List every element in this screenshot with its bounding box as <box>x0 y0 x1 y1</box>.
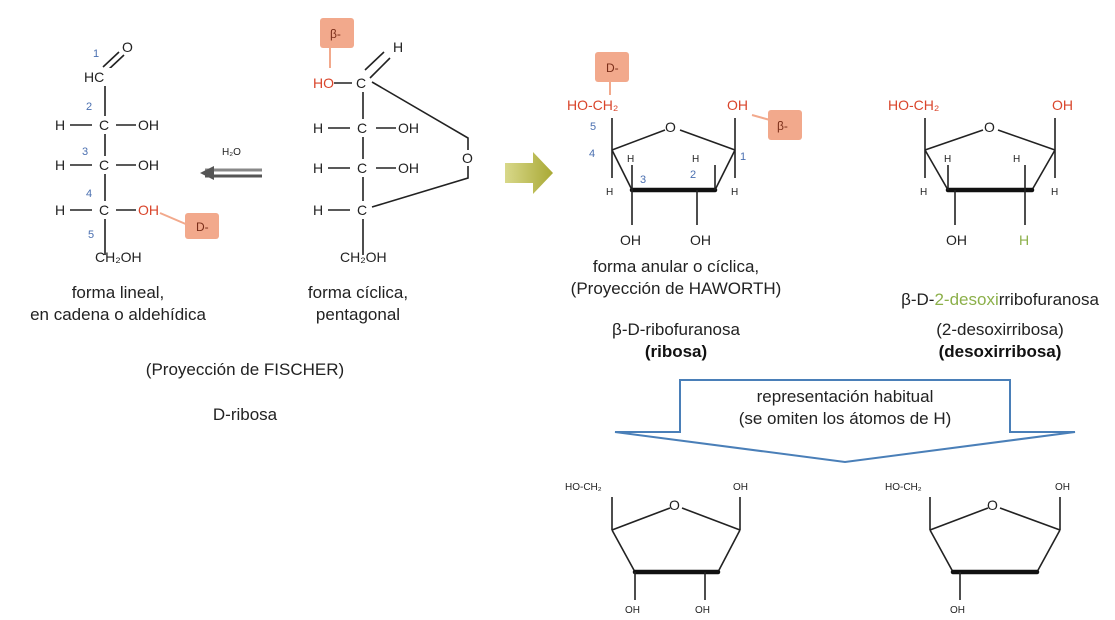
d-configuration-tag <box>595 52 629 82</box>
caption-cyclic-2: pentagonal <box>316 305 400 324</box>
carbon-number-3: 3 <box>82 146 88 158</box>
oh-group: OH <box>690 232 711 248</box>
aldehyde-oxygen: O <box>122 39 133 55</box>
oh-group: OH <box>398 160 419 176</box>
transformation-arrow <box>505 152 553 194</box>
ch2oh-group: CH₂OH <box>95 249 142 265</box>
aldehyde-carbon: HC <box>84 69 104 85</box>
oh-group: OH <box>625 605 640 616</box>
oh-group: OH <box>138 157 159 173</box>
caption-fischer: (Proyección de FISCHER) <box>146 360 344 379</box>
caption-linear-1: forma lineal, <box>72 283 165 302</box>
h-atom: H <box>313 120 323 136</box>
carbon-number-5: 5 <box>88 229 94 241</box>
oh-group: OH <box>950 605 965 616</box>
deoxyribofuranose-name: β-D-2-desoxirribofuranosa <box>901 290 1099 309</box>
carbon-number-5: 5 <box>590 121 596 133</box>
habitual-representation-callout: representación habitual (se omiten los á… <box>614 379 1076 464</box>
ribose-short-name: (ribosa) <box>645 342 707 361</box>
caption-haworth-2: (Proyección de HAWORTH) <box>571 279 782 298</box>
h-atom: H <box>55 117 65 133</box>
beta-tag-label: β- <box>330 27 341 41</box>
equilibrium-arrow: H₂O <box>200 147 262 180</box>
simplified-deoxyribose-structure: HO-CH₂ OH O OH <box>885 482 1070 616</box>
fischer-cyclic-structure: β- HO H C H C OH H C OH H C O CH₂OH <box>313 18 473 265</box>
haworth-ribose-structure: D- HO-CH₂ OH β- O H H H OH H OH 5 4 3 2 <box>567 52 802 248</box>
deoxyribose-short-name: (desoxirribosa) <box>939 342 1062 361</box>
carbon-number-1: 1 <box>740 151 746 163</box>
c-atom: C <box>356 75 366 91</box>
water-label: H₂O <box>222 147 241 158</box>
caption-linear-2: en cadena o aldehídica <box>30 305 206 324</box>
h-atom: H <box>1013 154 1020 165</box>
beta-configuration-tag <box>320 18 354 48</box>
oh-group: OH <box>398 120 419 136</box>
anomeric-ho-group: HO <box>313 75 334 91</box>
ring-oxygen: O <box>987 497 998 513</box>
carbon-number-4: 4 <box>86 188 92 200</box>
carbon-number-4: 4 <box>589 148 595 160</box>
c-atom: C <box>99 117 109 133</box>
c-atom: C <box>357 120 367 136</box>
beta-tag-label: β- <box>777 119 788 133</box>
c-atom: C <box>99 202 109 218</box>
caption-cyclic-1: forma cíclica, <box>308 283 408 302</box>
beta-configuration-tag <box>768 110 802 140</box>
c2-hydrogen-highlight: H <box>1019 232 1029 248</box>
d-configuration-tag <box>185 213 219 239</box>
c-atom: C <box>99 157 109 173</box>
ho-ch2-group: HO-CH₂ <box>567 97 618 113</box>
h-atom: H <box>920 187 927 198</box>
h-atom: H <box>55 157 65 173</box>
h-atom: H <box>606 187 613 198</box>
carbon-number-3: 3 <box>640 174 646 186</box>
h-atom: H <box>1051 187 1058 198</box>
ring-oxygen: O <box>665 119 676 135</box>
oh-group: OH <box>138 117 159 133</box>
c-atom: C <box>357 160 367 176</box>
carbon-number-1: 1 <box>93 48 99 60</box>
h-atom: H <box>692 154 699 165</box>
h-atom: H <box>55 202 65 218</box>
callout-line-2: (se omiten los átomos de H) <box>739 409 952 428</box>
h-atom: H <box>627 154 634 165</box>
ribofuranose-name: β-D-ribofuranosa <box>612 320 740 339</box>
deoxyribose-alt-name: (2-desoxirribosa) <box>936 320 1064 339</box>
simplified-ribose-structure: HO-CH₂ OH O OH OH <box>565 482 748 616</box>
oh-group: OH <box>620 232 641 248</box>
oh-group: OH <box>1055 482 1070 493</box>
anomeric-oh: OH <box>727 97 748 113</box>
oh-group: OH <box>733 482 748 493</box>
ch2oh-group: CH₂OH <box>340 249 387 265</box>
haworth-deoxyribose-structure: HO-CH₂ OH O H H H OH H H <box>888 97 1073 248</box>
ho-ch2-group: HO-CH₂ <box>888 97 939 113</box>
d-tag-label: D- <box>606 61 619 75</box>
c4-oh-group: OH <box>138 202 159 218</box>
ring-oxygen: O <box>984 119 995 135</box>
h-atom: H <box>944 154 951 165</box>
h-atom: H <box>313 202 323 218</box>
caption-haworth-1: forma anular o cíclica, <box>593 257 759 276</box>
callout-line-1: representación habitual <box>757 387 934 406</box>
ho-ch2-group: HO-CH₂ <box>565 482 602 493</box>
h-atom: H <box>731 187 738 198</box>
fischer-linear-structure: 1 O HC 2 H C OH 3 H C OH 4 H C OH D- 5 C… <box>55 39 219 265</box>
h-atom: H <box>313 160 323 176</box>
ring-oxygen: O <box>462 150 473 166</box>
ring-oxygen: O <box>669 497 680 513</box>
oh-group: OH <box>946 232 967 248</box>
ho-ch2-group: HO-CH₂ <box>885 482 922 493</box>
oh-group: OH <box>695 605 710 616</box>
d-tag-label: D- <box>196 220 209 234</box>
caption-d-ribose: D-ribosa <box>213 405 278 424</box>
anomeric-oh: OH <box>1052 97 1073 113</box>
c-atom: C <box>357 202 367 218</box>
carbon-number-2: 2 <box>86 101 92 113</box>
anomeric-h: H <box>393 39 403 55</box>
carbon-number-2: 2 <box>690 169 696 181</box>
